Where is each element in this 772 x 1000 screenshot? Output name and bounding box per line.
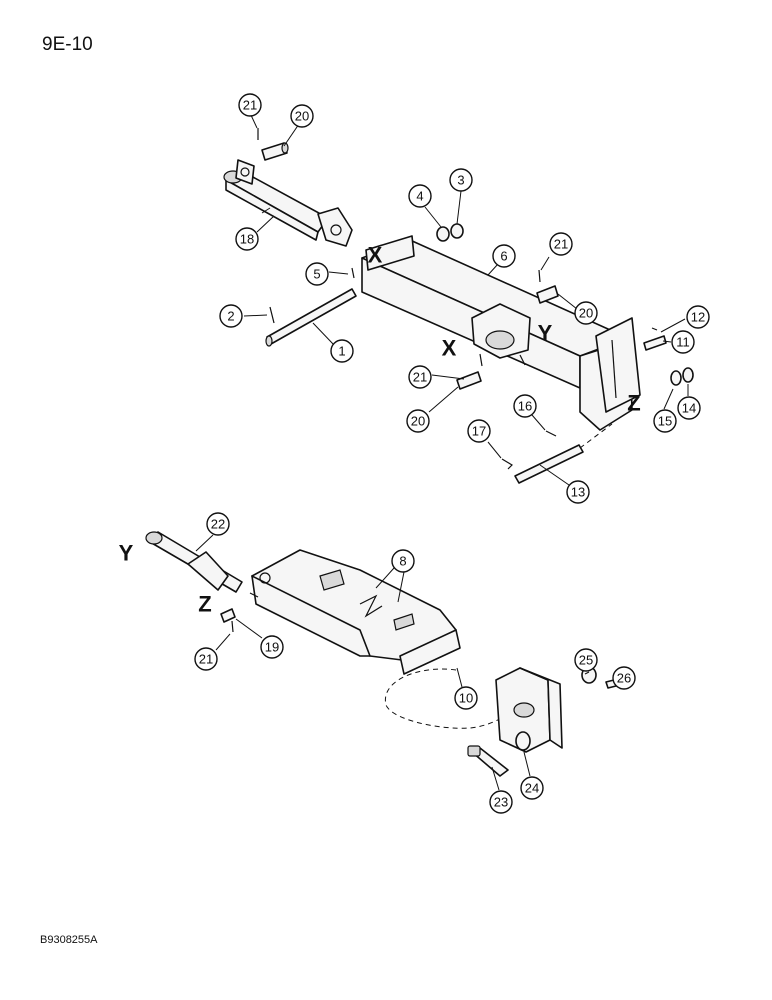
callout-17: 17 (467, 419, 491, 443)
svg-text:6: 6 (500, 249, 507, 264)
mounting-bracket (495, 667, 563, 753)
svg-text:24: 24 (525, 781, 539, 796)
callout-19: 19 (260, 635, 284, 659)
callout-21: 21 (408, 365, 432, 389)
callout-1: 1 (330, 339, 354, 363)
hydraulic-cylinder (223, 159, 353, 247)
top-pin (257, 128, 289, 161)
callout-14: 14 (677, 396, 701, 420)
drawing-id: B9308255A (40, 934, 98, 946)
lower-pin (456, 353, 483, 390)
callout-23: 23 (489, 790, 513, 814)
svg-text:22: 22 (211, 517, 225, 532)
svg-text:1: 1 (338, 344, 345, 359)
right-pin (536, 269, 559, 304)
lower-small-pin (220, 608, 236, 633)
callout-20: 20 (290, 104, 314, 128)
svg-text:2: 2 (227, 309, 234, 324)
callout-26: 26 (612, 666, 636, 690)
callout-15: 15 (653, 409, 677, 433)
ref-y-lower: Y (119, 541, 134, 566)
arm (249, 549, 461, 675)
callout-8: 8 (391, 549, 415, 573)
leader-lines-lower (195, 534, 622, 791)
callout-10: 10 (454, 686, 478, 710)
callout-24: 24 (520, 776, 544, 800)
washers-upper (436, 223, 464, 242)
callout-6: 6 (492, 244, 516, 268)
callout-21: 21 (194, 647, 218, 671)
callout-20: 20 (406, 409, 430, 433)
callout-3: 3 (449, 168, 473, 192)
svg-text:25: 25 (579, 653, 593, 668)
svg-text:21: 21 (413, 370, 427, 385)
svg-text:13: 13 (571, 485, 585, 500)
svg-text:5: 5 (313, 267, 320, 282)
svg-text:23: 23 (494, 795, 508, 810)
connection-path (384, 668, 531, 729)
svg-text:4: 4 (416, 189, 423, 204)
long-pin (265, 288, 357, 347)
main-frame (361, 235, 641, 431)
leader-lines-upper (243, 112, 689, 486)
strut-cylinder (145, 531, 243, 593)
callout-20: 20 (574, 301, 598, 325)
svg-text:20: 20 (411, 414, 425, 429)
svg-text:20: 20 (579, 306, 593, 321)
svg-text:10: 10 (459, 691, 473, 706)
svg-text:16: 16 (518, 399, 532, 414)
svg-text:20: 20 (295, 109, 309, 124)
svg-text:11: 11 (676, 335, 690, 350)
svg-text:21: 21 (199, 652, 213, 667)
callout-21: 21 (549, 232, 573, 256)
callout-18: 18 (235, 227, 259, 251)
svg-text:8: 8 (399, 554, 406, 569)
svg-text:12: 12 (691, 310, 705, 325)
ref-z-lower: Z (198, 592, 211, 617)
svg-text:18: 18 (240, 232, 254, 247)
svg-text:26: 26 (617, 671, 631, 686)
callout-12: 12 (686, 305, 710, 329)
callout-16: 16 (513, 394, 537, 418)
svg-text:19: 19 (265, 640, 279, 655)
callout-11: 11 (671, 330, 695, 354)
page-number: 9E-10 (42, 34, 93, 55)
svg-text:3: 3 (457, 173, 464, 188)
callout-5: 5 (305, 262, 329, 286)
side-pin (643, 327, 667, 351)
ref-x-upper: X (368, 243, 383, 268)
rod (501, 423, 613, 484)
ref-y-upper: Y (538, 321, 553, 346)
ref-x-lower: X (442, 336, 457, 361)
callout-22: 22 (206, 512, 230, 536)
callout-25: 25 (574, 648, 598, 672)
callout-2: 2 (219, 304, 243, 328)
callout-21: 21 (238, 93, 262, 117)
svg-text:21: 21 (554, 237, 568, 252)
ref-z-upper: Z (627, 391, 640, 416)
callout-13: 13 (566, 480, 590, 504)
svg-text:17: 17 (472, 424, 486, 439)
svg-text:21: 21 (243, 98, 257, 113)
svg-text:14: 14 (682, 401, 696, 416)
callout-4: 4 (408, 184, 432, 208)
svg-text:15: 15 (658, 414, 672, 429)
